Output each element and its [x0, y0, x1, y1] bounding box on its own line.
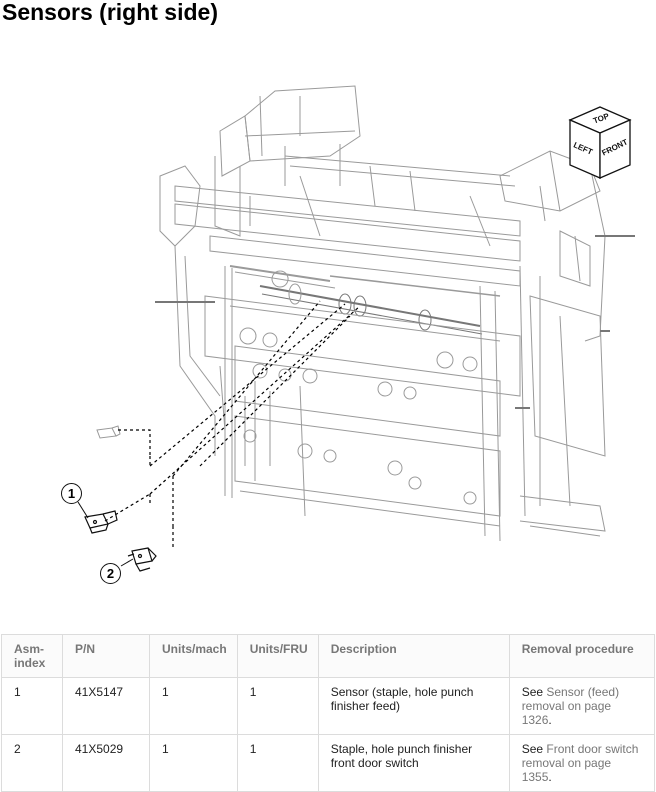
cell-asm-index: 2 — [1, 734, 63, 792]
cell-removal-procedure: See Front door switch removal on page 13… — [508, 734, 656, 792]
cell-pn: 41X5147 — [62, 677, 150, 735]
removal-suffix: . — [548, 713, 552, 727]
header-pn: P/N — [62, 634, 150, 678]
cell-description: Sensor (staple, hole punch finisher feed… — [317, 677, 510, 735]
sensor-feed-part — [84, 510, 118, 534]
header-units-fru: Units/FRU — [236, 634, 319, 678]
header-description: Description — [317, 634, 510, 678]
header-asm-index: Asm-index — [1, 634, 63, 678]
front-door-switch-part — [127, 547, 157, 572]
parts-table: Asm-index P/N Units/mach Units/FRU Descr… — [1, 634, 656, 792]
page-title: Sensors (right side) — [2, 0, 218, 25]
table-row: 1 41X5147 1 1 Sensor (staple, hole punch… — [1, 677, 656, 735]
finisher-frame-drawing — [77, 85, 635, 572]
orientation-cube: TOP LEFT FRONT — [567, 105, 633, 181]
callout-2: 2 — [100, 563, 121, 584]
header-removal-procedure: Removal procedure — [508, 634, 656, 678]
header-units-mach: Units/mach — [149, 634, 238, 678]
removal-suffix: . — [548, 770, 552, 784]
cell-pn: 41X5029 — [62, 734, 150, 792]
removal-prefix: See — [521, 685, 547, 699]
cell-description: Staple, hole punch finisher front door s… — [317, 734, 510, 792]
table-header-row: Asm-index P/N Units/mach Units/FRU Descr… — [1, 634, 656, 678]
cell-units-fru: 1 — [236, 734, 319, 792]
cell-asm-index: 1 — [1, 677, 63, 735]
cell-units-fru: 1 — [236, 677, 319, 735]
cell-units-mach: 1 — [149, 677, 238, 735]
cell-removal-procedure: See Sensor (feed) removal on page 1326. — [508, 677, 656, 735]
exploded-view-figure: TOP LEFT FRONT 1 2 — [0, 36, 656, 616]
callout-1: 1 — [61, 483, 82, 504]
removal-prefix: See — [521, 742, 547, 756]
removal-link-sensor-feed[interactable]: Sensor (feed) removal on page 1326 — [521, 685, 620, 727]
table-row: 2 41X5029 1 1 Staple, hole punch finishe… — [1, 734, 656, 792]
cell-units-mach: 1 — [149, 734, 238, 792]
